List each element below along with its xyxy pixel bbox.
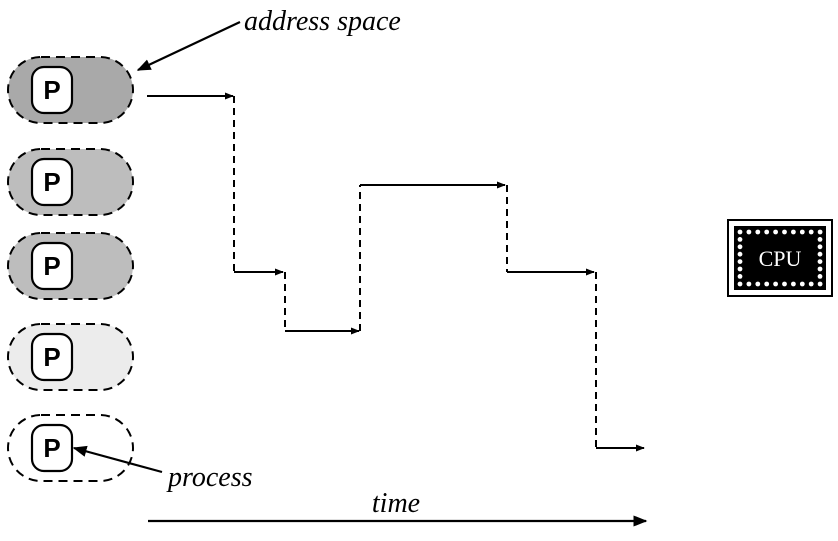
cpu-pin — [773, 281, 778, 287]
cpu-chip-label-area — [746, 238, 814, 278]
cpu-pin — [755, 281, 761, 287]
process-list: P P P P P — [7, 56, 134, 482]
cpu-pin — [764, 229, 770, 235]
cpu-pin — [817, 259, 823, 264]
cpu-pin — [817, 237, 823, 242]
cpu-pin — [737, 266, 743, 272]
cpu-pin — [773, 229, 778, 235]
cpu-pin — [737, 237, 743, 242]
cpu-pin — [808, 229, 814, 235]
cpu-pin — [799, 229, 805, 235]
cpu-pin — [737, 244, 743, 250]
cpu-chip-icon: CPU — [727, 219, 833, 297]
cpu-pin — [817, 251, 823, 257]
process-box-5 — [30, 423, 74, 473]
cpu-pin — [817, 229, 823, 235]
process-row-3: P — [7, 232, 134, 300]
cpu-chip-pins — [737, 229, 823, 287]
cpu-pin — [817, 281, 823, 287]
process-row-1: P — [7, 56, 134, 124]
address-space-pointer — [136, 21, 241, 71]
cpu-pin — [764, 281, 770, 287]
process-letter-5: P — [43, 433, 60, 463]
process-letter-1: P — [43, 75, 60, 105]
process-pointer — [72, 445, 163, 474]
cpu-pin — [737, 229, 743, 235]
cpu-pin — [746, 229, 752, 235]
process-box-3 — [30, 241, 74, 291]
cpu-pin — [782, 229, 787, 235]
cpu-pin — [817, 274, 823, 279]
address-space-label: address space — [244, 6, 401, 37]
process-row-5: P — [7, 414, 134, 482]
process-letter-2: P — [43, 167, 60, 197]
cpu-pin — [799, 281, 805, 287]
cpu-pin — [791, 281, 796, 287]
cpu-pin — [782, 281, 787, 287]
cpu-pin — [791, 229, 796, 235]
cpu-pin — [737, 281, 743, 287]
process-letter-3: P — [43, 251, 60, 281]
cpu-pin — [808, 281, 814, 287]
cpu-pin — [737, 259, 743, 264]
cpu-pin — [737, 251, 743, 257]
cpu-pin — [737, 274, 743, 279]
process-label: process — [166, 462, 253, 493]
execution-timeline — [147, 92, 645, 452]
process-box-1 — [30, 65, 74, 115]
cpu-pin — [817, 266, 823, 272]
cpu-pin — [746, 281, 752, 287]
process-letter-4: P — [43, 342, 60, 372]
process-box-2 — [30, 157, 74, 207]
process-box-4 — [30, 332, 74, 382]
time-label: time — [372, 488, 420, 519]
process-row-4: P — [7, 323, 134, 391]
cpu-label: CPU — [759, 246, 802, 271]
cpu-pin — [755, 229, 761, 235]
cpu-pin — [817, 244, 823, 250]
process-row-2: P — [7, 148, 134, 216]
